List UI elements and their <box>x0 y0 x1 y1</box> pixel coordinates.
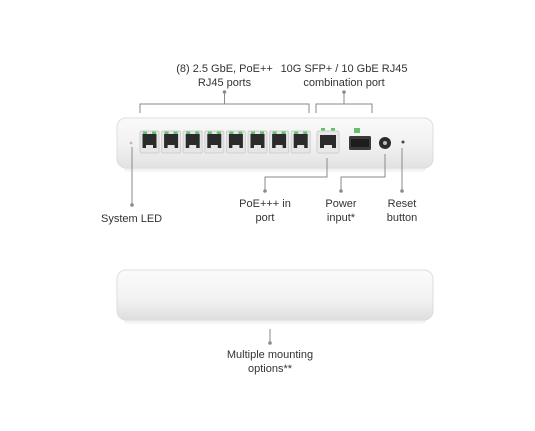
callout-dots <box>130 90 404 345</box>
rj45-port-icon <box>161 130 182 159</box>
switch-front-view <box>116 117 434 173</box>
ports-bracket <box>139 103 310 113</box>
power-input-leader <box>340 154 386 191</box>
device2-body <box>116 269 434 321</box>
switch-side-view <box>116 269 434 325</box>
rj45-port-group <box>139 130 311 159</box>
label-reset-button: Reset button <box>386 198 418 224</box>
system-led-icon <box>129 141 133 145</box>
rj45-port-icon <box>139 130 160 159</box>
rj45-port-icon <box>182 130 203 159</box>
rj45-port-icon <box>225 130 246 159</box>
sfp-slot-icon <box>349 128 371 150</box>
rj45-port-icon <box>247 130 268 159</box>
combo-bracket <box>315 103 373 113</box>
label-combo-port: 10G SFP+ / 10 GbE RJ45 combination port <box>280 63 408 89</box>
label-power-input: Power input* <box>325 198 357 224</box>
label-poe-in: PoE+++ in port <box>239 198 291 224</box>
poe-in-leader <box>264 158 328 191</box>
callout-lines <box>131 92 403 343</box>
label-system-led: System LED <box>101 213 163 225</box>
combo-rj45-port-icon <box>316 128 340 154</box>
rj45-port-icon <box>269 130 290 159</box>
reset-pinhole-icon <box>401 140 405 144</box>
label-mounting-options: Multiple mounting options** <box>226 349 314 375</box>
label-8-ports: (8) 2.5 GbE, PoE++ RJ45 ports <box>176 63 273 89</box>
power-jack-icon <box>379 137 391 149</box>
rj45-port-icon <box>290 130 311 159</box>
rj45-port-icon <box>204 130 225 159</box>
